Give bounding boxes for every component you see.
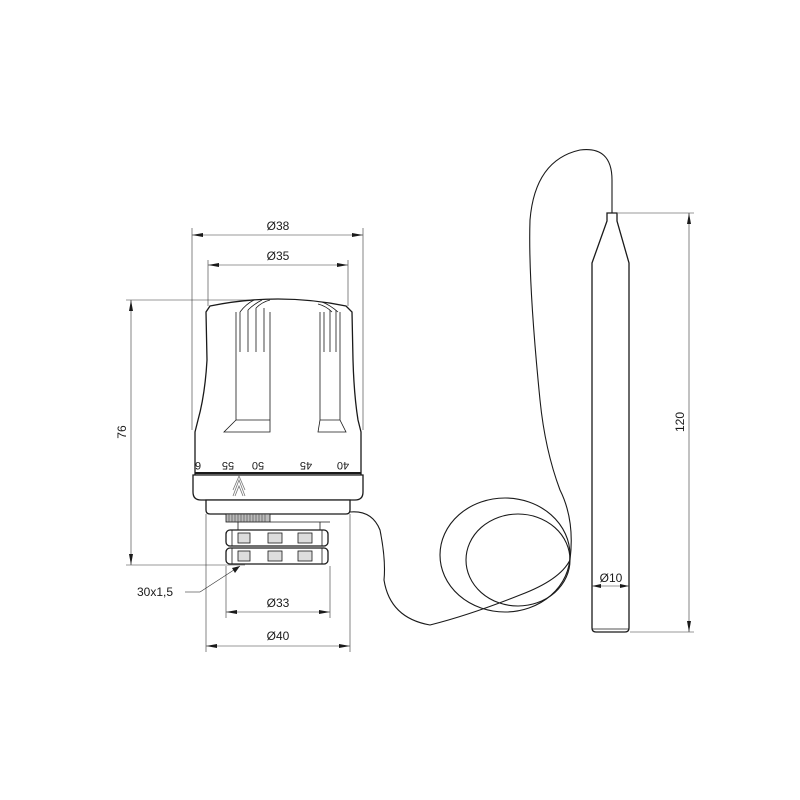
label-base-diameter: Ø40 bbox=[267, 629, 290, 643]
head-base-step bbox=[205, 499, 351, 515]
label-sensor-length: 120 bbox=[673, 412, 687, 432]
label-top-outer-diameter: Ø38 bbox=[267, 219, 290, 233]
remote-sensor bbox=[591, 212, 630, 633]
head-collar bbox=[192, 474, 364, 501]
brand-chevron-icon bbox=[232, 474, 246, 497]
dimension-nut-diameter: Ø33 bbox=[225, 566, 331, 618]
dimension-height: 76 bbox=[115, 299, 250, 566]
label-height: 76 bbox=[115, 425, 129, 439]
label-thread: 30x1,5 bbox=[137, 585, 173, 599]
grip-slot-left bbox=[223, 299, 271, 433]
grip-slot-right bbox=[317, 301, 347, 433]
scale-mark-1: 6 bbox=[195, 459, 201, 471]
temperature-scale: 6 55 50 45 40 bbox=[195, 459, 349, 471]
threaded-connector bbox=[225, 513, 330, 565]
dimension-top-inner-diameter: Ø35 bbox=[207, 249, 349, 306]
scale-mark-2: 55 bbox=[222, 459, 234, 471]
dimension-base-diameter: Ø40 bbox=[205, 514, 351, 652]
head-cap bbox=[194, 298, 362, 476]
scale-mark-4: 45 bbox=[300, 459, 312, 471]
dimension-sensor-length: 120 bbox=[618, 212, 694, 633]
scale-mark-3: 50 bbox=[252, 459, 264, 471]
scale-mark-5: 40 bbox=[337, 459, 349, 471]
capillary-tube bbox=[349, 149, 613, 626]
label-top-inner-diameter: Ø35 bbox=[267, 249, 290, 263]
dimension-thread: 30x1,5 bbox=[137, 565, 241, 599]
dimension-top-outer-diameter: Ø38 bbox=[191, 219, 364, 430]
sensor-body bbox=[591, 212, 630, 633]
thermostat-head: 6 55 50 45 40 bbox=[192, 298, 364, 515]
dimension-sensor-diameter: Ø10 bbox=[592, 571, 629, 588]
label-sensor-diameter: Ø10 bbox=[600, 571, 623, 585]
label-nut-diameter: Ø33 bbox=[267, 596, 290, 610]
